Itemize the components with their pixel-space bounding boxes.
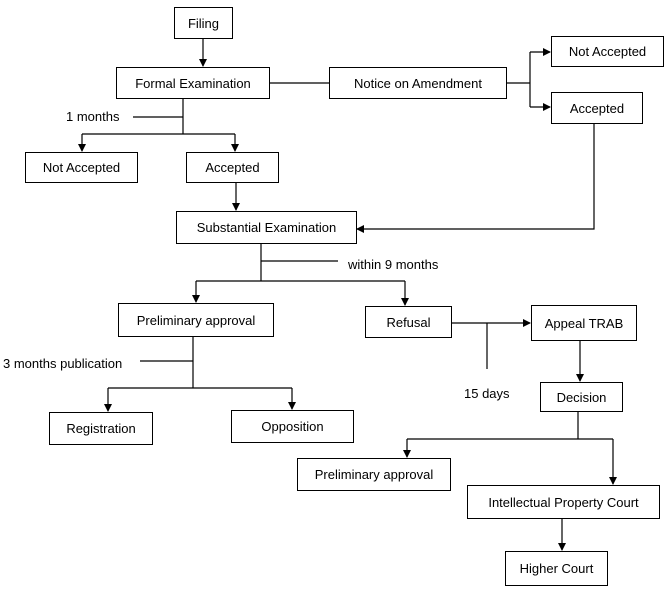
label-15-days: 15 days bbox=[464, 386, 510, 401]
node-notice-not-accepted: Not Accepted bbox=[551, 36, 664, 67]
node-filing: Filing bbox=[174, 7, 233, 39]
node-opposition: Opposition bbox=[231, 410, 354, 443]
label-within-9-months: within 9 months bbox=[348, 257, 439, 272]
node-formal-accepted: Accepted bbox=[186, 152, 279, 183]
label-one-month: 1 months bbox=[66, 109, 120, 124]
connector-notice-accepted-substantial bbox=[356, 124, 595, 233]
node-notice-on-amendment: Notice on Amendment bbox=[329, 67, 507, 99]
node-preliminary-approval: Preliminary approval bbox=[118, 303, 274, 337]
node-formal-not-accepted: Not Accepted bbox=[25, 152, 138, 183]
node-formal-examination: Formal Examination bbox=[116, 67, 270, 99]
node-decision: Decision bbox=[540, 382, 623, 412]
connector-notice-split bbox=[507, 52, 531, 107]
label-3-months-publication: 3 months publication bbox=[3, 356, 123, 371]
node-appeal-trab: Appeal TRAB bbox=[531, 305, 637, 341]
node-decision-preliminary-approval: Preliminary approval bbox=[297, 458, 451, 491]
node-notice-accepted: Accepted bbox=[551, 92, 643, 124]
node-refusal: Refusal bbox=[365, 306, 452, 338]
node-registration: Registration bbox=[49, 412, 153, 445]
node-intellectual-property-court: Intellectual Property Court bbox=[467, 485, 660, 519]
node-substantial-examination: Substantial Examination bbox=[176, 211, 357, 244]
node-higher-court: Higher Court bbox=[505, 551, 608, 586]
